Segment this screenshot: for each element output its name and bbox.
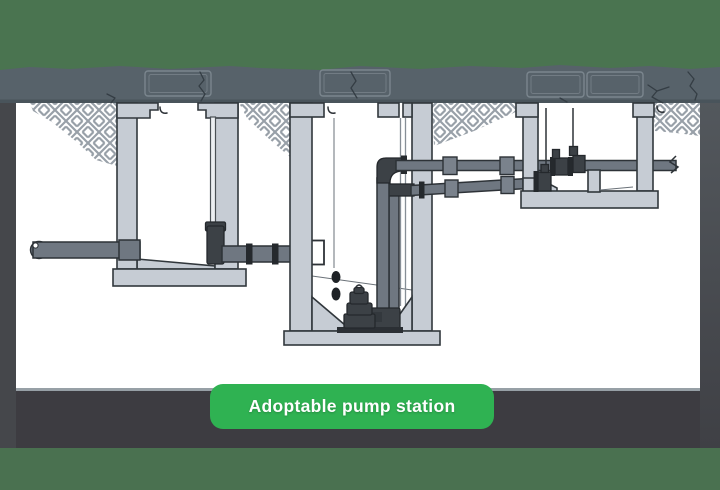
right-frame [700, 101, 720, 448]
wall-penetration [310, 239, 325, 266]
transfer-pipe [221, 239, 325, 266]
float-switches [331, 271, 341, 301]
valve-chamber [515, 102, 665, 209]
bottom-grass [0, 446, 720, 490]
soil-hatch [30, 103, 700, 166]
inlet-pipe [29, 239, 141, 261]
manhole-cover [526, 71, 585, 98]
manhole-covers [144, 69, 644, 98]
vent-drop-pipe [209, 116, 217, 224]
manhole-cover [144, 70, 212, 97]
check-valve [568, 145, 586, 174]
drop-pipe [206, 225, 225, 265]
guide-rails [399, 118, 407, 306]
gate-valve [550, 148, 573, 176]
pipe-pedestal [587, 169, 601, 193]
rising-main-lower [410, 175, 537, 199]
adoptable-pump-station-button[interactable]: Adoptable pump station [210, 384, 494, 429]
grass-surface [0, 0, 720, 72]
surface-cracks [106, 71, 698, 104]
manhole-cover [319, 69, 391, 97]
left-frame [0, 101, 16, 448]
submersible-pump [337, 284, 403, 333]
manhole-cover [586, 71, 644, 98]
isolation-valve-lower [533, 163, 552, 192]
pipe-break [668, 155, 680, 174]
inlet-manhole [112, 102, 247, 287]
